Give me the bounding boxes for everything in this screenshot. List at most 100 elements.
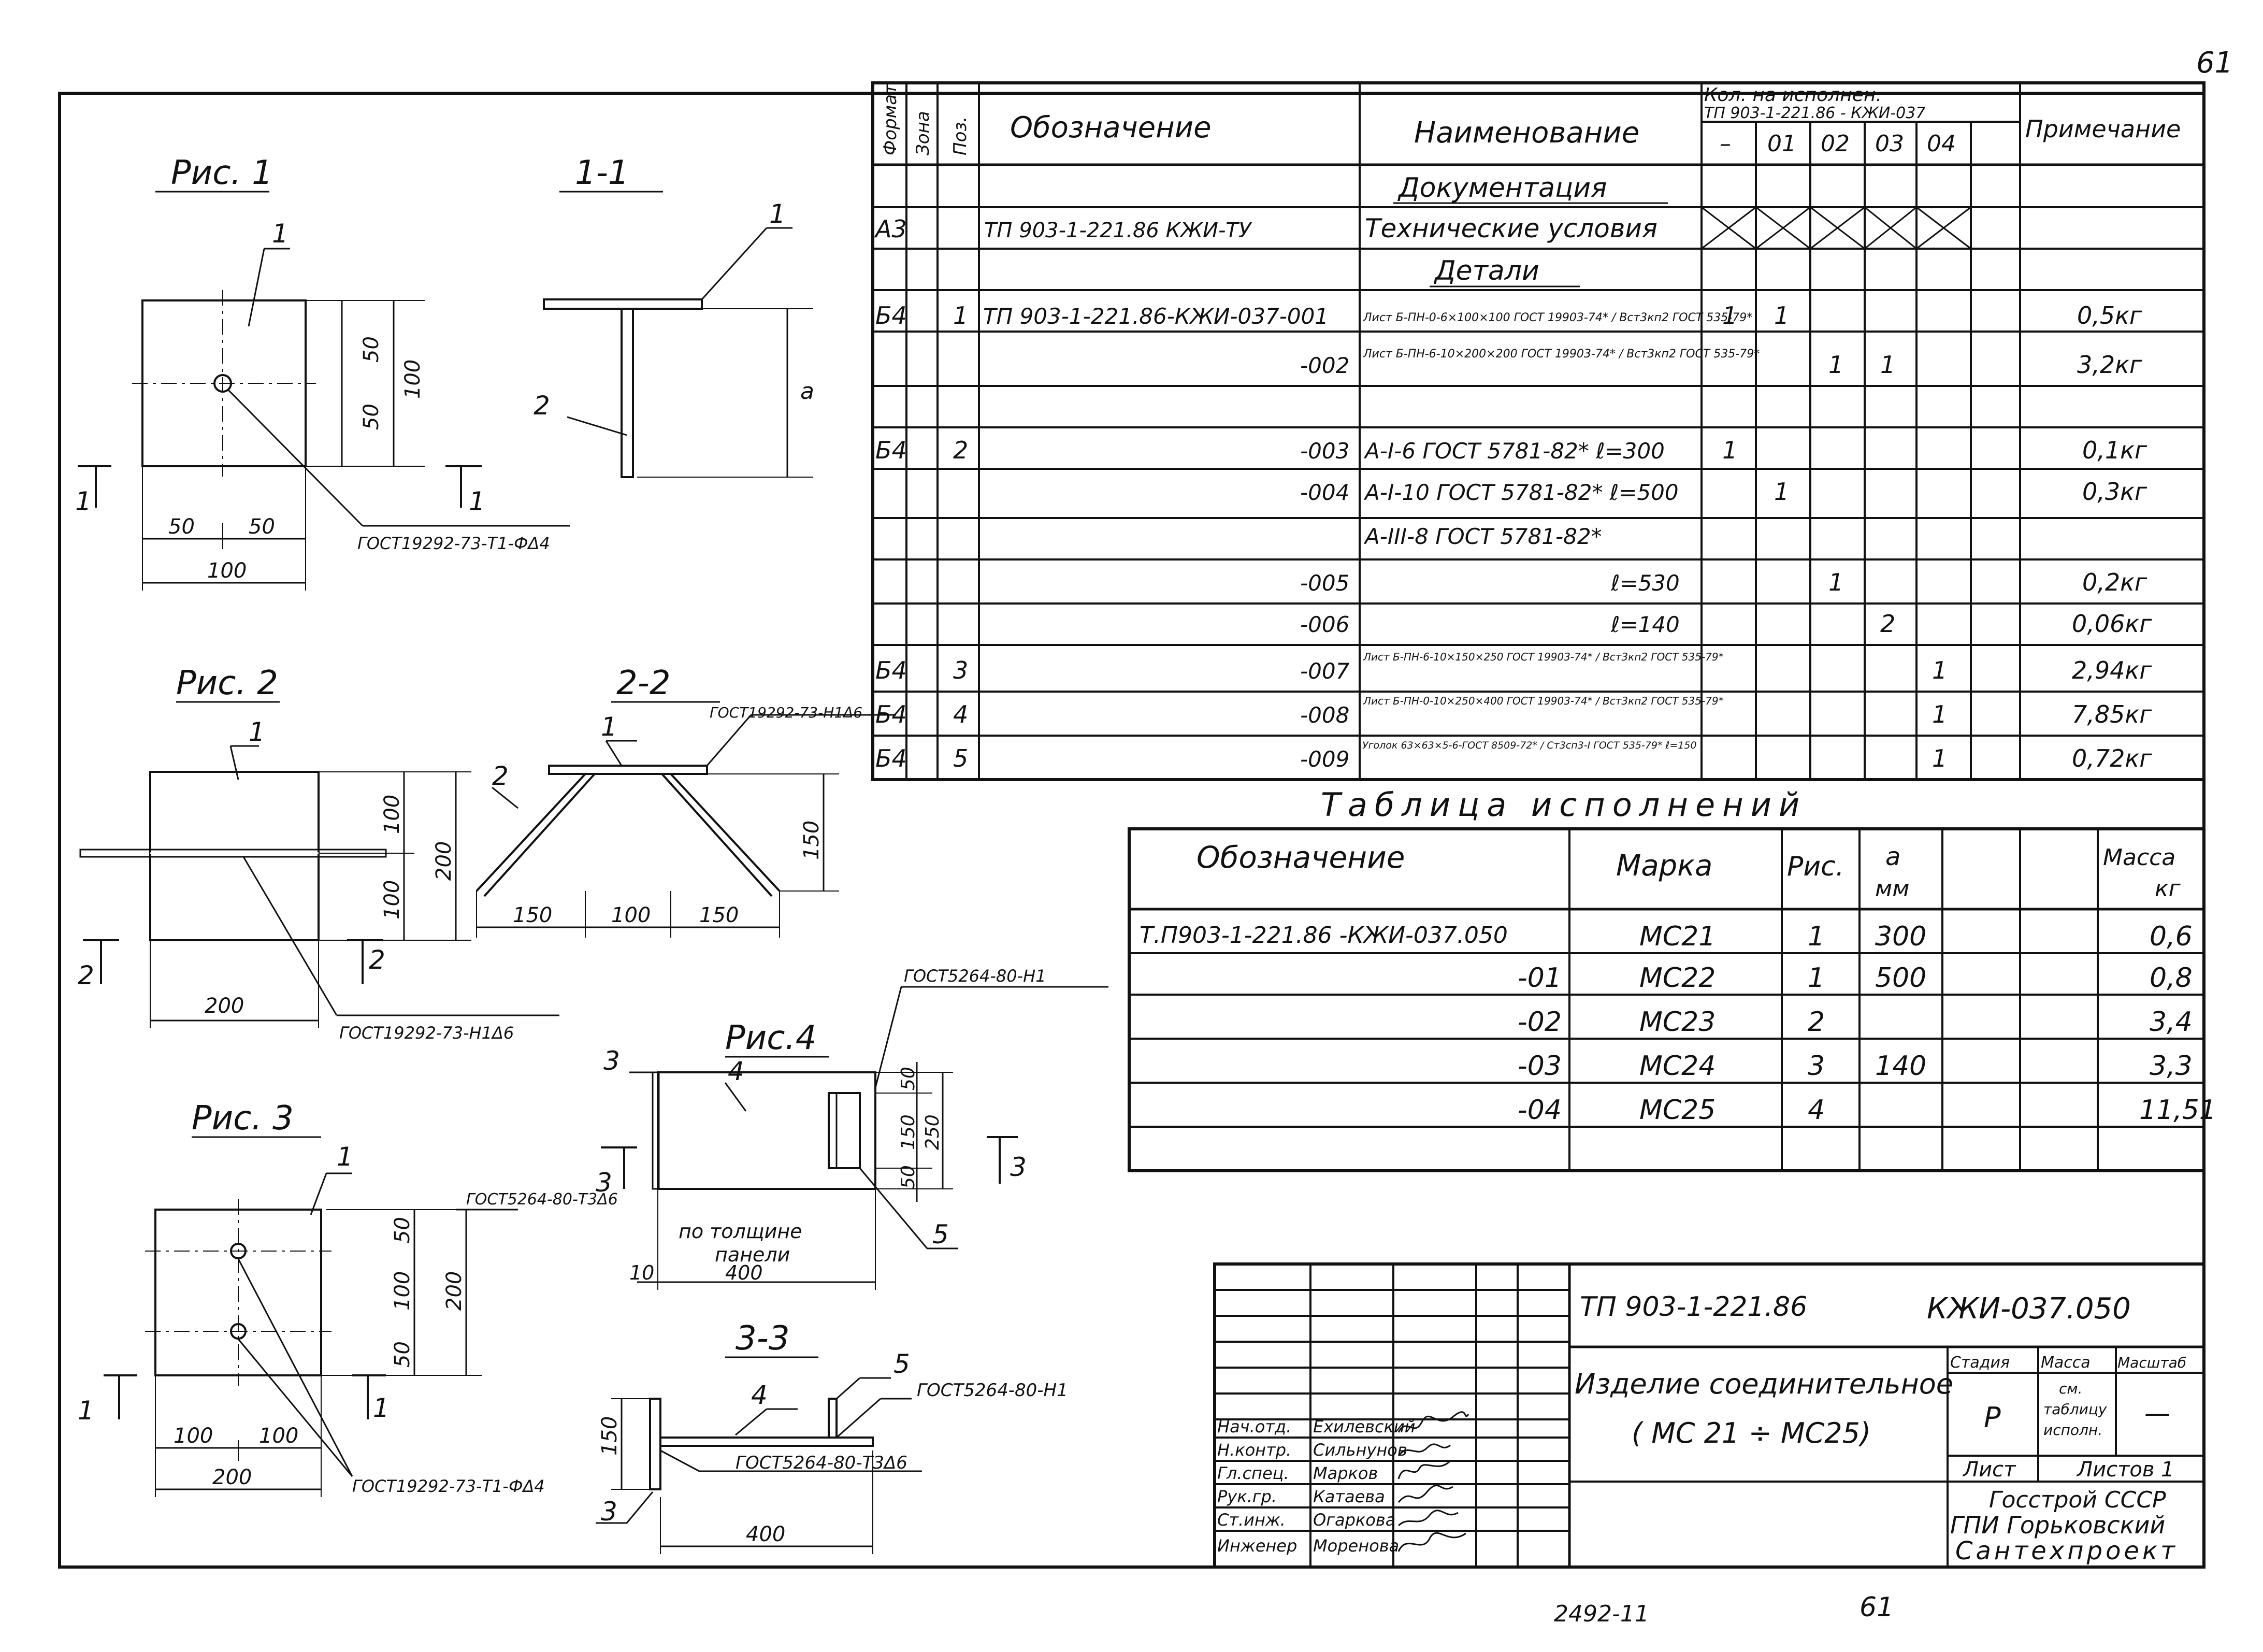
spec-row-13-name: Уголок 63×63×5-6-ГОСТ 8509-72* / Ст3сп3-… (1362, 740, 1697, 751)
spec-row-4-note: 3,2кг (2077, 351, 2142, 379)
stage-value: Р (1984, 1401, 2001, 1434)
spec-row-7-name: А-I-10 ГОСТ 5781-82* ℓ=500 (1363, 480, 1679, 505)
spec-row-9-note: 0,2кг (2082, 568, 2147, 596)
product-title-1: Изделие соединительное (1575, 1368, 1953, 1400)
spec-row-11-pos: 3 (953, 656, 968, 684)
fig1-dim-50b: 50 (359, 404, 383, 430)
exec-header-mass1: Масса (2103, 844, 2175, 871)
signature-2 (1397, 1460, 1451, 1479)
figure-4 (601, 986, 1108, 1290)
spec-row-6-pos: 2 (953, 436, 968, 464)
fig4-gost: ГОСТ5264-80-Н1 (904, 966, 1046, 986)
fig2-dim-200h: 200 (205, 994, 244, 1018)
exec-row-0-designation: Т.П903-1-221.86 -КЖИ-037.050 (1140, 922, 1508, 949)
fig2-title: Рис. 2 (176, 664, 278, 702)
fig3-section-pos5: 5 (893, 1349, 910, 1379)
spec-row-10-qty-3: 2 (1880, 610, 1895, 638)
fig3-gost-weld3: ГОСТ5264-80-Т3Δ6 (736, 1453, 907, 1473)
signer-name-5: Моренова (1313, 1536, 1399, 1556)
mass-value-2: таблицу (2043, 1401, 2107, 1418)
signer-role-4: Ст.инж. (1217, 1510, 1286, 1530)
fig4-pos5: 5 (932, 1219, 949, 1249)
fig4-pos3: 3 (603, 1046, 620, 1076)
fig3-cut-right: 1 (373, 1393, 390, 1423)
signature-1 (1397, 1443, 1451, 1456)
fig4-dim-10: 10 (629, 1261, 654, 1284)
fig3-dim-100h2: 100 (259, 1424, 298, 1448)
spec-row-3-note: 0,5кг (2077, 301, 2142, 329)
exec-header-a2: мм (1875, 875, 1909, 902)
spec-row-2-name: Детали (1434, 255, 1539, 286)
org-line-2: ГПИ Горьковский (1950, 1511, 2165, 1539)
signature-0 (1397, 1411, 1469, 1433)
exec-row-3-mass: 3,3 (2150, 1051, 2193, 1082)
figure-2 (79, 701, 896, 1028)
fig2-dim-100b: 100 (380, 880, 404, 920)
exec-header-mass2: кг (2155, 875, 2181, 902)
fig3-dim-150: 150 (598, 1416, 622, 1456)
spec-row-1-format: А3 (874, 215, 907, 243)
fig4-dim-400: 400 (725, 1261, 763, 1284)
exec-row-1-designation: -01 (1518, 963, 1562, 994)
specification-text: Формат Зона Поз. Обозначение Наименовани… (874, 83, 2181, 772)
spec-row-4-name: Лист Б-ПН-6-10×200×200 ГОСТ 19903-74* / … (1363, 348, 1760, 361)
header-qty-col-2: 02 (1821, 131, 1850, 157)
fig2-dim-200v: 200 (432, 841, 456, 881)
exec-row-1-mark: МС22 (1639, 963, 1716, 994)
signer-role-0: Нач.отд. (1217, 1417, 1291, 1436)
fig1-dim-50h2: 50 (249, 515, 275, 539)
fig3-section-pos3: 3 (601, 1497, 617, 1527)
spec-row-8-name: А-III-8 ГОСТ 5781-82* (1363, 524, 1602, 549)
spec-row-7-note: 0,3кг (2082, 478, 2147, 506)
fig3-section-pos4: 4 (751, 1380, 768, 1410)
spec-row-11-note: 2,94кг (2072, 656, 2152, 684)
exec-row-2-fig: 2 (1808, 1007, 1825, 1038)
fig1-dim-100h: 100 (207, 559, 247, 583)
spec-row-6-note: 0,1кг (2082, 436, 2147, 464)
spec-row-6-designation: -003 (1300, 438, 1349, 464)
org-line-3: Сантехпроект (1955, 1536, 2178, 1565)
stage-label: Стадия (1950, 1354, 2010, 1372)
fig2-cut-right: 2 (369, 945, 385, 975)
header-designation: Обозначение (1010, 111, 1212, 145)
fig1-gost: ГОСТ19292-73-Т1-ФΔ4 (357, 534, 550, 553)
exec-row-4-mark: МС25 (1639, 1095, 1716, 1126)
title-block-text: ТП 903-1-221.86 КЖИ-037.050 Изделие соед… (1217, 1291, 2186, 1565)
fig1-section: 1-1 (575, 154, 629, 192)
signer-role-3: Рук.гр. (1217, 1487, 1277, 1506)
spec-row-11-format: Б4 (875, 656, 907, 684)
mass-value-1: см. (2059, 1380, 2082, 1397)
fig3-dim-50a: 50 (391, 1217, 414, 1243)
header-qty-col-1: 01 (1767, 131, 1796, 157)
fig2-section-pos2: 2 (492, 761, 509, 791)
fig3-dim-400: 400 (746, 1522, 785, 1546)
spec-row-3-name: Лист Б-ПН-0-6×100×100 ГОСТ 19903-74* / В… (1363, 311, 1752, 324)
executions-table (1128, 827, 2206, 1172)
fig4-dim-50b: 50 (898, 1165, 919, 1189)
spec-row-10-name: ℓ=140 (1610, 612, 1680, 637)
org-line-1: Госстрой СССР (1989, 1487, 2166, 1513)
spec-row-12-pos: 4 (953, 700, 968, 728)
spec-row-4-designation: -002 (1300, 353, 1349, 378)
fig3-gost-weld2: ГОСТ5264-80-Н1 (917, 1380, 1068, 1401)
spec-row-4-qty-3: 1 (1880, 351, 1895, 379)
exec-row-1-a: 500 (1875, 963, 1926, 994)
signer-name-0: Ехилевский (1313, 1417, 1415, 1436)
spec-row-13-designation: -009 (1300, 746, 1349, 772)
footer-inventory: 2492-11 (1554, 1601, 1649, 1627)
fig4-cut-left: 3 (596, 1168, 612, 1198)
fig2-pos1: 1 (249, 717, 265, 747)
header-note: Примечание (2025, 115, 2181, 143)
spec-row-3-format: Б4 (875, 301, 907, 329)
fig2-gost-top: ГОСТ19292-73-Н1Δ6 (710, 704, 862, 721)
fig4-dim-400-line2: панели (715, 1243, 790, 1266)
header-qty-col-0: – (1720, 131, 1731, 157)
signer-name-1: Сильнунов (1313, 1440, 1407, 1460)
spec-row-6-format: Б4 (875, 436, 907, 464)
signer-name-2: Марков (1313, 1463, 1378, 1483)
exec-row-3-designation: -03 (1518, 1051, 1562, 1082)
spec-row-3-pos: 1 (953, 301, 968, 329)
fig2-dim-150b: 150 (699, 903, 739, 927)
exec-row-0-mass: 0,6 (2150, 921, 2193, 952)
